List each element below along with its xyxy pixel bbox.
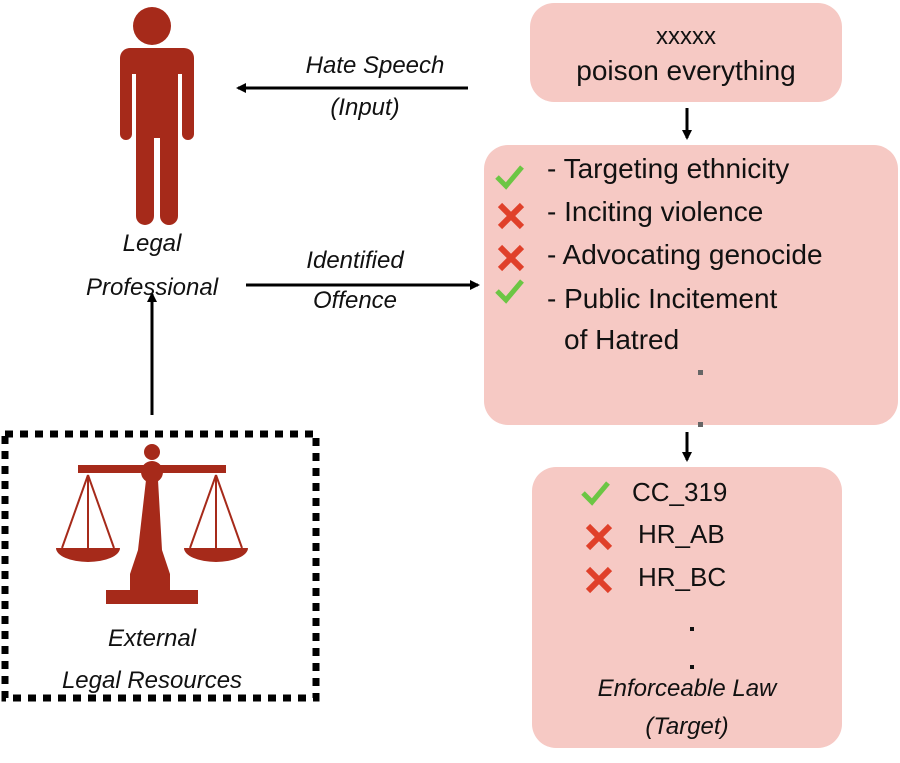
cross-icon xyxy=(585,566,613,594)
person-label-1: Legal xyxy=(122,230,182,257)
offence-item: - Advocating genocide xyxy=(547,239,823,270)
resources-label-2: Legal Resources xyxy=(61,667,243,694)
offence-item: - Inciting violence xyxy=(547,196,764,227)
law-item: CC_319 xyxy=(632,477,728,507)
cross-icon xyxy=(497,202,525,230)
offence-item: - Targeting ethnicity xyxy=(547,153,790,184)
input-box: xxxxx poison everything xyxy=(530,3,842,102)
cross-icon xyxy=(585,523,613,551)
input-text-2: poison everything xyxy=(576,55,796,86)
ellipsis-dot xyxy=(690,665,694,669)
person-icon xyxy=(120,7,194,225)
law-box: CC_319 HR_AB HR_BC Enforceable Law (Targ… xyxy=(532,467,842,748)
input-label-1: Hate Speech xyxy=(305,52,445,79)
resources-frame xyxy=(1,430,320,702)
law-label-1: Enforceable Law xyxy=(597,675,777,702)
ellipsis-dot xyxy=(698,422,703,427)
law-item: HR_AB xyxy=(638,519,725,549)
offence-label-2: Offence xyxy=(312,287,398,314)
offence-item: - Public Incitement xyxy=(547,283,778,314)
check-icon xyxy=(581,481,610,506)
offence-item-continuation: of Hatred xyxy=(564,324,680,355)
check-icon xyxy=(495,165,524,190)
resources-label-1: External xyxy=(107,625,197,652)
offence-box: - Targeting ethnicity - Inciting violenc… xyxy=(484,145,898,427)
ellipsis-dot xyxy=(698,370,703,375)
input-label-2: (Input) xyxy=(330,94,400,121)
input-text-1: xxxxx xyxy=(656,23,716,50)
cross-icon xyxy=(497,244,525,272)
check-icon xyxy=(495,279,524,304)
person-label-2: Professional xyxy=(85,274,219,301)
law-label-2: (Target) xyxy=(645,713,729,740)
offence-label-1: Identified xyxy=(306,247,404,274)
scales-icon xyxy=(56,444,248,604)
law-item: HR_BC xyxy=(638,562,727,592)
ellipsis-dot xyxy=(690,627,694,631)
